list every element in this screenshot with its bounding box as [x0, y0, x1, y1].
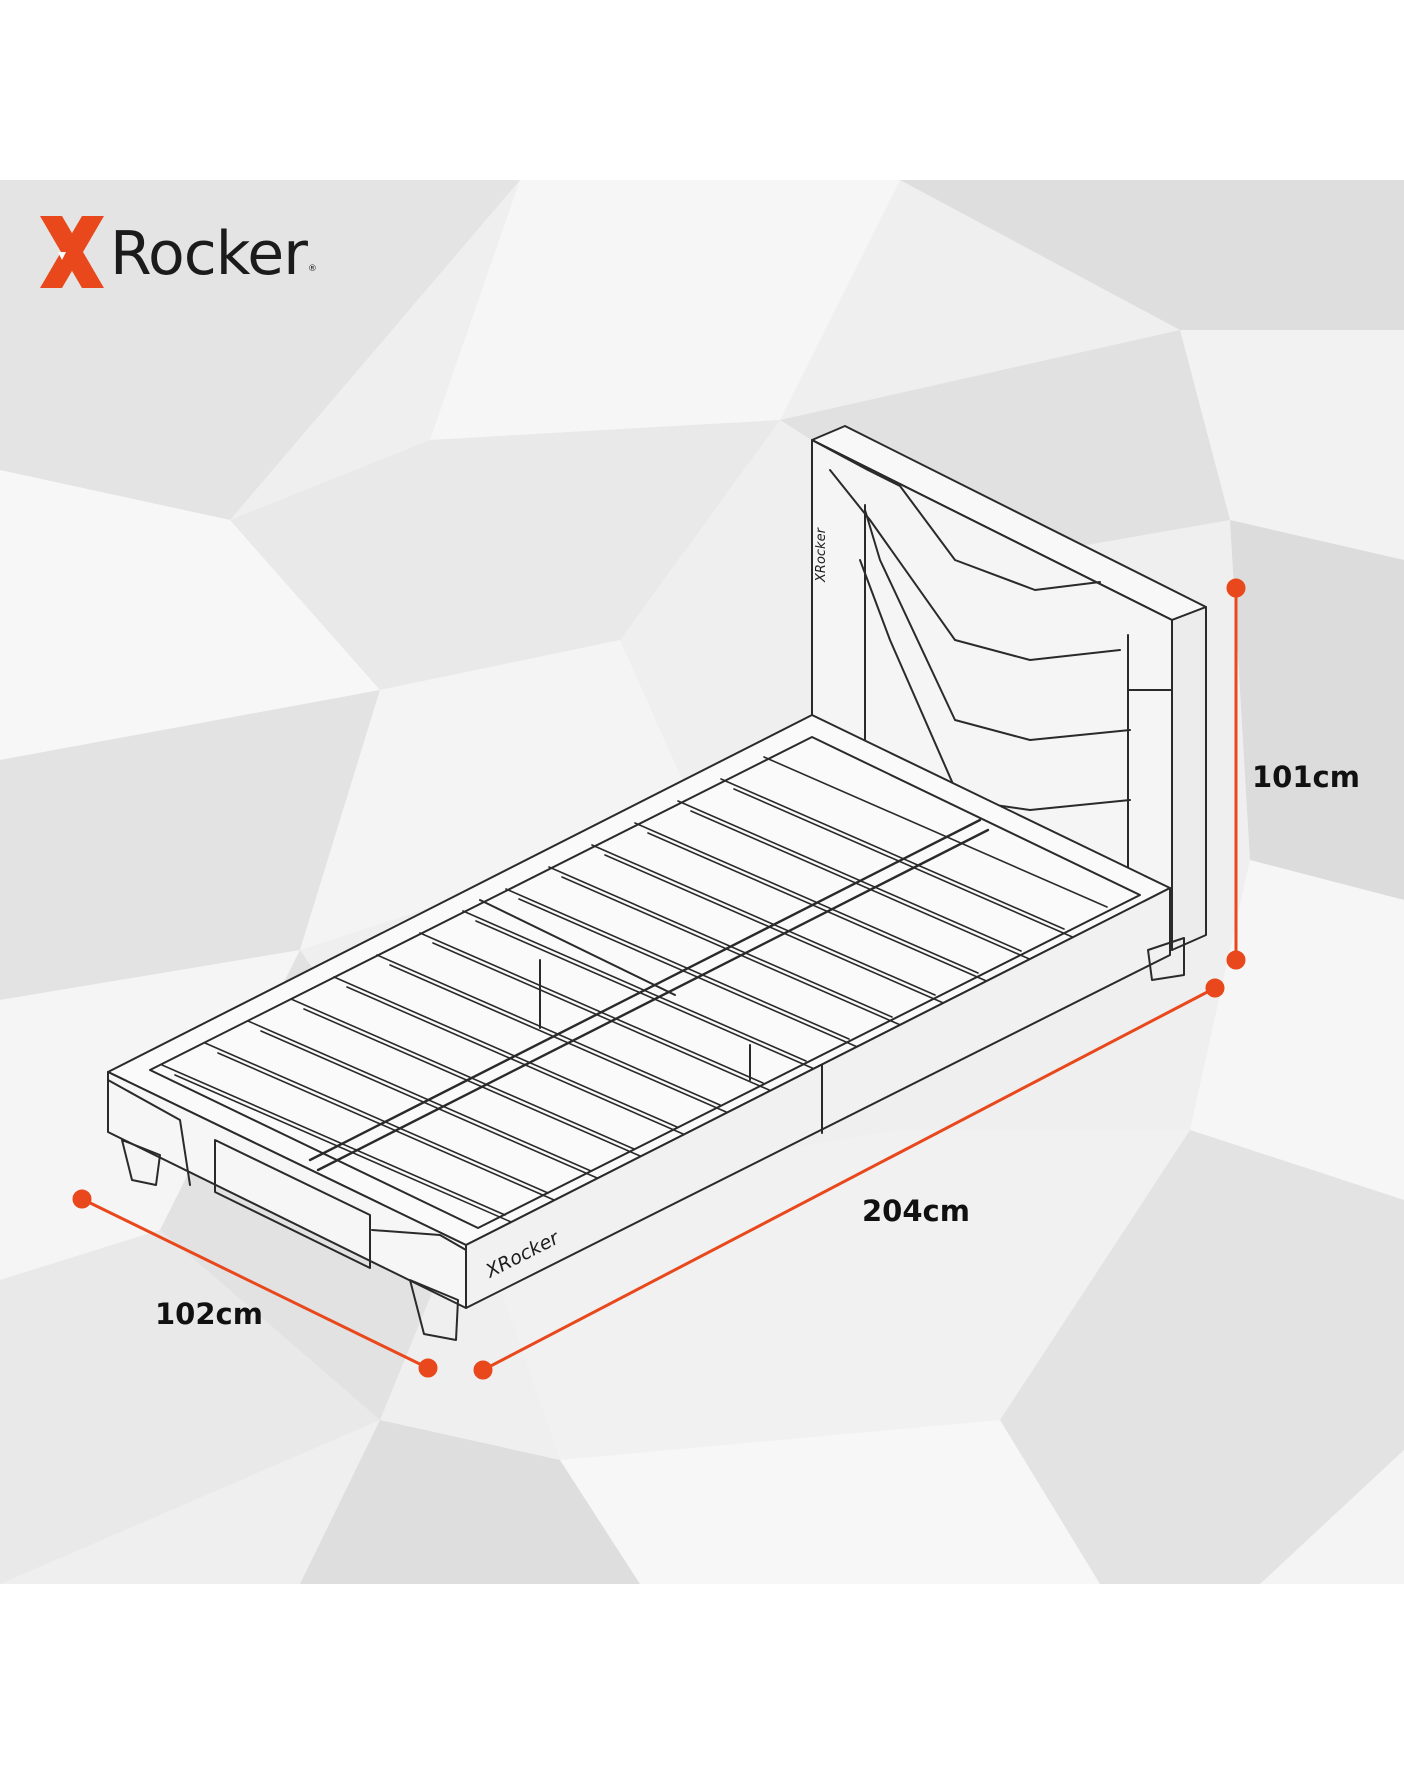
registered-mark: ® — [307, 264, 317, 274]
brand-wordmark: Rocker — [110, 219, 308, 289]
width-dimension-end-dot — [418, 1358, 438, 1378]
height-dimension-label: 101cm — [1252, 760, 1360, 794]
width-dimension-end-dot — [72, 1189, 92, 1209]
xrocker-logo-x-icon — [40, 216, 104, 288]
width-dimension-label: 102cm — [155, 1297, 263, 1331]
length-dimension-label: 204cm — [862, 1194, 970, 1228]
bed-outline-drawing — [107, 425, 1207, 1341]
dimension-lines — [72, 578, 1246, 1380]
headboard-badge: XRocker — [814, 526, 829, 583]
length-dimension-line — [482, 986, 1216, 1372]
height-dimension-end-dot — [1226, 578, 1246, 598]
faceted-background — [0, 180, 1404, 1584]
height-dimension-end-dot — [1226, 950, 1246, 970]
width-dimension-line — [81, 1197, 429, 1370]
brand-logo: Rocker ® — [104, 212, 317, 296]
length-dimension-end-dot — [1205, 978, 1225, 998]
length-dimension-end-dot — [473, 1360, 493, 1380]
